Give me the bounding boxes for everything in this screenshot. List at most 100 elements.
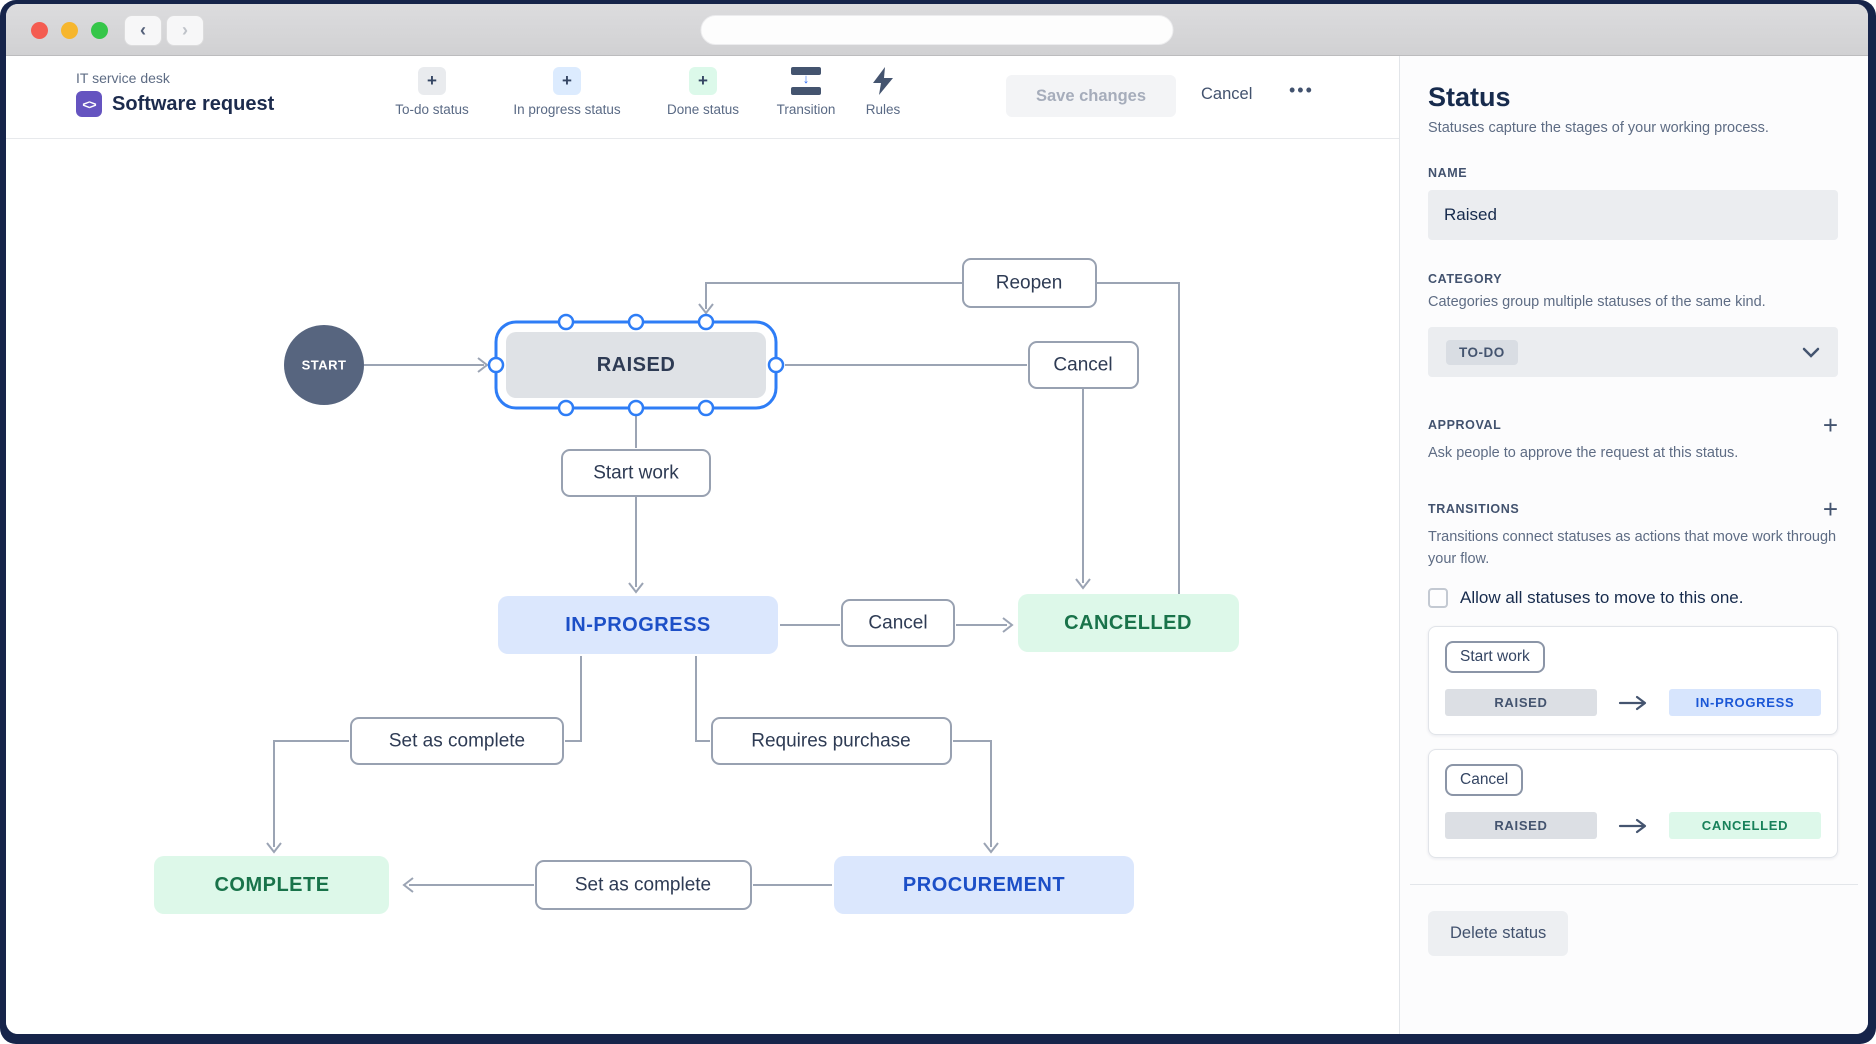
add-approval-button[interactable]: +	[1822, 410, 1838, 441]
in-progress-node[interactable]: IN-PROGRESS	[498, 596, 778, 654]
arrowhead	[1002, 617, 1014, 633]
divider	[1410, 884, 1858, 886]
rules-label: Rules	[865, 102, 901, 117]
add-transition-button[interactable]: ↓ Transition	[741, 67, 871, 117]
connector-reopen-left	[705, 282, 963, 309]
arrowhead	[477, 357, 489, 373]
selection-handles[interactable]	[487, 313, 785, 417]
todo-status-label: To-do status	[395, 102, 469, 117]
raised-node[interactable]: RAISED	[487, 313, 785, 417]
cancel-label: Cancel	[868, 613, 927, 634]
checkbox-unchecked[interactable]	[1428, 588, 1448, 609]
workflow-canvas[interactable]: START RAISED	[6, 139, 1399, 1034]
plus-icon: +	[689, 67, 717, 95]
transition-set-as-complete-left[interactable]: Set as complete	[350, 717, 564, 765]
rules-button[interactable]: Rules	[818, 67, 948, 117]
from-status-badge: RAISED	[1445, 689, 1597, 717]
delete-status-button[interactable]: Delete status	[1428, 911, 1569, 957]
add-todo-status-button[interactable]: + To-do status	[367, 67, 497, 117]
approval-description: Ask people to approve the request at thi…	[1428, 445, 1739, 462]
maximize-window-icon[interactable]	[91, 22, 108, 39]
transition-card[interactable]: Cancel RAISED CANCELLED	[1428, 749, 1838, 859]
transitions-description: Transitions connect statuses as actions …	[1428, 528, 1837, 567]
start-work-label: Start work	[593, 463, 679, 484]
to-status-badge: IN-PROGRESS	[1669, 689, 1821, 717]
browser-titlebar: ‹ ›	[6, 4, 1868, 56]
panel-subtitle: Statuses capture the stages of your work…	[1428, 120, 1769, 136]
cancel-button[interactable]: Cancel	[1201, 85, 1253, 103]
transition-reopen[interactable]: Reopen	[962, 258, 1097, 308]
transition-set-as-complete-bottom[interactable]: Set as complete	[535, 860, 752, 910]
arrowhead	[402, 877, 414, 893]
transition-cancel-from-inprogress[interactable]: Cancel	[841, 599, 955, 647]
url-bar[interactable]	[700, 15, 1174, 45]
done-status-label: Done status	[666, 102, 740, 117]
arrowhead	[266, 842, 282, 854]
inprogress-status-label: In progress status	[513, 102, 621, 117]
raised-node-label: RAISED	[597, 354, 676, 376]
lightning-bolt-icon	[873, 67, 893, 95]
cancelled-node-label: CANCELLED	[1064, 612, 1192, 634]
category-select[interactable]: TO-DO	[1428, 327, 1838, 378]
start-node[interactable]: START	[284, 325, 364, 405]
arrowhead	[983, 842, 999, 854]
add-done-status-button[interactable]: + Done status	[638, 67, 768, 117]
approval-label: APPROVAL	[1428, 418, 1502, 433]
save-changes-button[interactable]: Save changes	[1006, 75, 1176, 117]
category-value-badge: TO-DO	[1446, 339, 1518, 365]
cancelled-node[interactable]: CANCELLED	[1018, 594, 1239, 652]
set-as-complete-label: Set as complete	[389, 731, 525, 752]
breadcrumb[interactable]: IT service desk	[76, 70, 170, 86]
procurement-node[interactable]: PROCUREMENT	[834, 856, 1134, 914]
status-panel: Status Statuses capture the stages of yo…	[1399, 56, 1868, 1034]
connector-inprogress-setcomplete	[565, 656, 582, 742]
transition-cancel-from-raised[interactable]: Cancel	[1028, 341, 1139, 389]
transition-icon: ↓	[789, 67, 823, 95]
transition-start-work[interactable]: Start work	[561, 449, 711, 497]
connector-reopen-right	[1096, 282, 1180, 594]
arrowhead	[1075, 578, 1091, 590]
set-as-complete-label: Set as complete	[575, 875, 711, 896]
name-input[interactable]: Raised	[1428, 190, 1838, 240]
transition-card[interactable]: Start work RAISED IN-PROGRESS	[1428, 626, 1838, 736]
requires-purchase-label: Requires purchase	[751, 731, 910, 752]
allow-all-statuses-label: Allow all statuses to move to this one.	[1460, 588, 1744, 608]
to-status-badge: CANCELLED	[1669, 812, 1821, 840]
complete-node-label: COMPLETE	[214, 874, 329, 896]
panel-title: Status	[1428, 82, 1511, 112]
transition-requires-purchase[interactable]: Requires purchase	[711, 717, 952, 765]
arrowhead	[698, 303, 714, 315]
connector-inprogress-requires	[695, 656, 710, 742]
complete-node[interactable]: COMPLETE	[154, 856, 389, 914]
more-menu-button[interactable]: •••	[1289, 80, 1314, 100]
connectors	[266, 282, 1180, 893]
minimize-window-icon[interactable]	[61, 22, 78, 39]
allow-all-statuses-checkbox-row[interactable]: Allow all statuses to move to this one.	[1428, 588, 1838, 609]
name-label: NAME	[1428, 166, 1468, 180]
close-window-icon[interactable]	[31, 22, 48, 39]
plus-icon: +	[553, 67, 581, 95]
chevron-down-icon	[1802, 347, 1820, 358]
arrow-right-icon	[1618, 695, 1647, 710]
workflow-editor-main: IT service desk <> Software request + To…	[6, 56, 1399, 1034]
category-description: Categories group multiple statuses of th…	[1428, 294, 1766, 310]
plus-icon: +	[418, 67, 446, 95]
in-progress-node-label: IN-PROGRESS	[565, 614, 711, 636]
forward-button[interactable]: ›	[166, 15, 204, 46]
transition-action-button[interactable]: Start work	[1445, 641, 1545, 674]
cancel-label: Cancel	[1053, 355, 1112, 376]
arrowhead	[628, 582, 644, 594]
transition-action-button[interactable]: Cancel	[1445, 764, 1524, 797]
arrow-right-icon	[1618, 818, 1647, 833]
back-button[interactable]: ‹	[124, 15, 162, 46]
start-node-label: START	[302, 358, 347, 373]
reopen-label: Reopen	[996, 273, 1063, 294]
browser-window: ‹ › IT service desk <> Software request …	[6, 4, 1868, 1034]
add-inprogress-status-button[interactable]: + In progress status	[502, 67, 632, 117]
category-label: CATEGORY	[1428, 272, 1503, 286]
add-transition-button[interactable]: +	[1822, 493, 1838, 524]
connector-requires-procurement	[953, 740, 992, 847]
transition-label: Transition	[776, 102, 836, 117]
transitions-label: TRANSITIONS	[1428, 501, 1520, 516]
connector-setcomplete-complete	[273, 740, 349, 847]
